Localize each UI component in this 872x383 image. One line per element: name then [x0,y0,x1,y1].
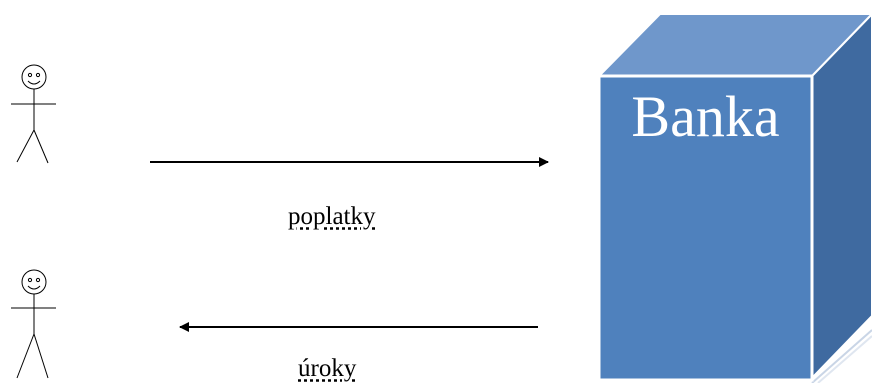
bank-name: Banka [631,84,780,149]
stick-figure-icon [11,269,56,379]
fees-label: poplatky [288,203,376,230]
stick-figure-icon [11,64,56,164]
bank-cube [596,12,872,383]
interest-label: úroky [298,355,357,382]
